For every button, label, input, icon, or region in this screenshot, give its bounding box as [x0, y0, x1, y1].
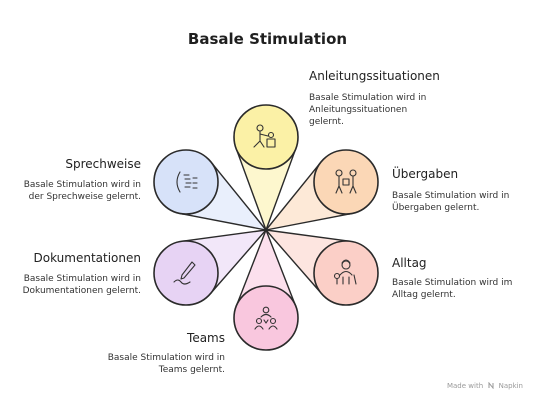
petal-edge	[265, 229, 351, 242]
petal-edge	[209, 229, 267, 295]
desc-line: Basale Stimulation wird in	[107, 353, 225, 363]
petal-edge	[210, 161, 267, 231]
desc-line: gelernt.	[309, 117, 344, 127]
petal-circle-alltag	[313, 240, 379, 306]
desc-anleitungssituationen: Basale Stimulation wird in Anleitungssit…	[309, 92, 426, 128]
petal-circle-teams	[233, 285, 299, 351]
pen-icon	[173, 261, 196, 285]
teaching-icon	[253, 124, 276, 148]
desc-sprechweise: Basale Stimulation wird in der Sprechwei…	[24, 179, 141, 203]
petal-edge	[235, 147, 267, 231]
label-sprechweise: Sprechweise	[65, 157, 141, 171]
petal-circle-uebergaben	[313, 149, 379, 215]
speech-icon	[176, 171, 198, 193]
desc-line: Basale Stimulation wird in	[309, 93, 427, 103]
petal-edge	[265, 147, 297, 231]
desc-teams: Basale Stimulation wird in Teams gelernt…	[108, 352, 225, 376]
made-with-napkin[interactable]: Made with Napkin	[447, 382, 523, 390]
petal-edge	[265, 161, 322, 231]
desc-line: Übergaben gelernt.	[392, 203, 480, 213]
petal-edge	[179, 212, 267, 231]
petal-circle-dokumentationen	[153, 240, 219, 306]
petal-edge	[265, 229, 323, 295]
label-teams: Teams	[187, 331, 225, 345]
diagram-title: Basale Stimulation	[187, 30, 348, 48]
handover-icon	[335, 169, 357, 194]
desc-line: Alltag gelernt.	[392, 290, 456, 300]
daily-life-icon	[333, 259, 357, 285]
team-icon	[254, 306, 278, 330]
petal-circle-sprechweise	[153, 149, 219, 215]
label-alltag: Alltag	[392, 256, 427, 270]
label-dokumentationen: Dokumentationen	[33, 251, 141, 265]
desc-line: der Sprechweise gelernt.	[28, 192, 141, 202]
desc-line: Basale Stimulation wird in	[23, 180, 141, 190]
desc-line: Anleitungssituationen	[309, 105, 408, 115]
desc-dokumentationen: Basale Stimulation wird in Dokumentation…	[23, 273, 141, 297]
desc-line: Teams gelernt.	[158, 365, 225, 375]
desc-line: Basale Stimulation wird im	[392, 278, 513, 288]
petal-edge	[265, 229, 297, 307]
desc-line: Basale Stimulation wird in	[392, 191, 510, 201]
label-uebergaben: Übergaben	[392, 167, 459, 181]
napkin-brand: Napkin	[498, 382, 523, 390]
label-anleitungssituationen: Anleitungssituationen	[309, 69, 440, 83]
desc-line: Basale Stimulation wird in	[23, 274, 141, 284]
made-with-text: Made with	[446, 382, 484, 390]
petal-circle-anleitungssituationen	[233, 104, 299, 170]
desc-uebergaben: Basale Stimulation wird in Übergaben gel…	[392, 190, 509, 214]
napkin-logo-icon	[488, 382, 494, 389]
petal-edge	[181, 229, 267, 242]
desc-line: Dokumentationen gelernt.	[22, 286, 141, 296]
petal-edge	[235, 229, 267, 307]
desc-alltag: Basale Stimulation wird im Alltag gelern…	[392, 277, 512, 301]
petal-edge	[265, 212, 353, 231]
